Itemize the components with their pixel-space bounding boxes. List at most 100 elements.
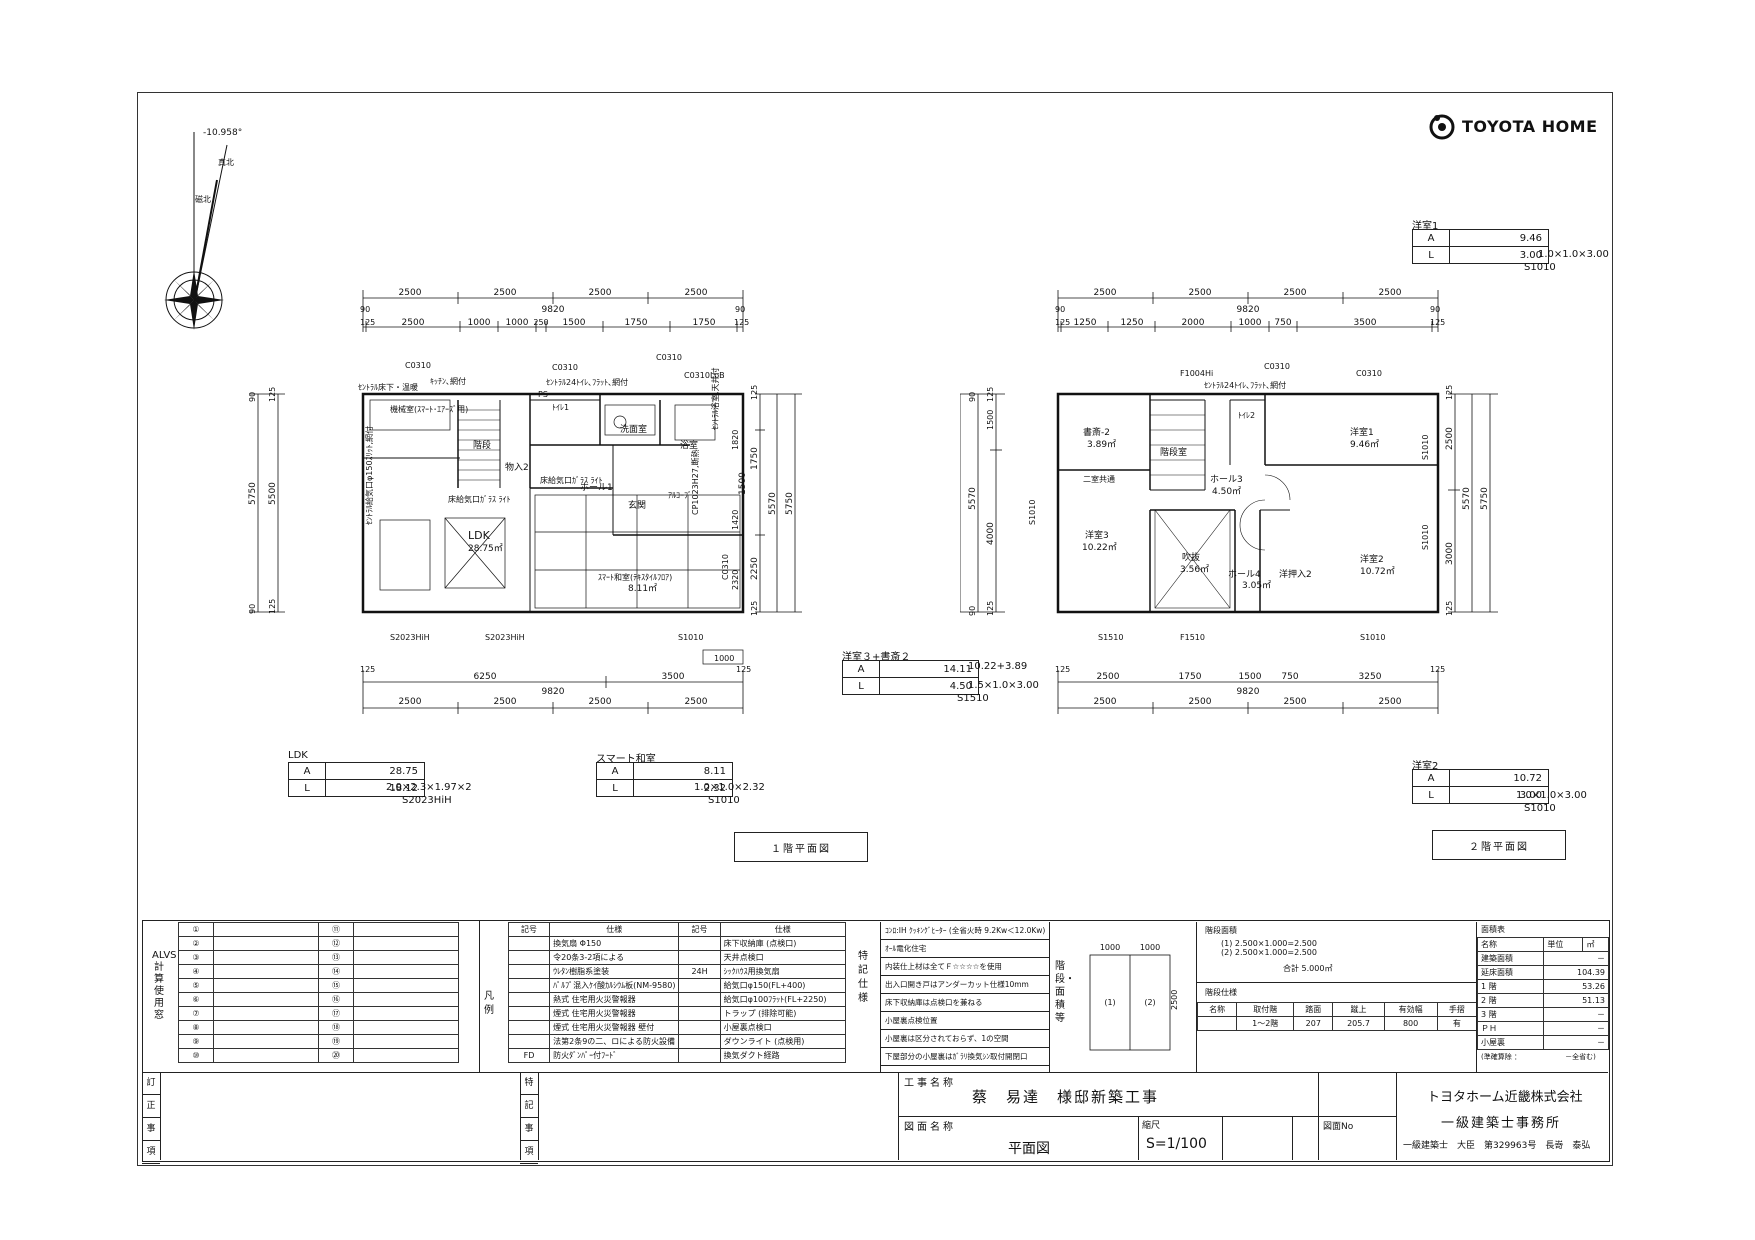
stair-spec-head: 踏面 bbox=[1293, 1002, 1334, 1017]
legend-spec: 煙式 住宅用火災警報器 bbox=[549, 1006, 680, 1021]
legend-head: 記号 bbox=[507, 922, 551, 937]
special-item: 小屋裏点検位置 bbox=[881, 1012, 1049, 1030]
dim-label: 2500 bbox=[1094, 697, 1117, 707]
window-code: S1010 bbox=[1421, 525, 1430, 550]
legend-spec: 令20条3-2項による bbox=[549, 950, 680, 965]
dim-label: 125 bbox=[1445, 385, 1454, 400]
special-item: ｺﾝﾛ:IH ｸｯｷﾝｸﾞﾋｰﾀｰ (全省火時 9.2Kw＜12.0Kw) bbox=[881, 922, 1049, 940]
area-summary-note: (準確算除 ： －全省む) bbox=[1481, 1053, 1596, 1061]
alvs-value bbox=[353, 1020, 459, 1035]
room-label: 物入2 bbox=[505, 461, 529, 473]
special-item: ｵｰﾙ電化住宅 bbox=[881, 940, 1049, 958]
area-table-title: 洋室2 bbox=[1412, 761, 1439, 772]
alvs-value bbox=[353, 936, 459, 951]
area-summary-label: 建築面積 bbox=[1476, 951, 1545, 966]
room-area: 10.72㎡ bbox=[1360, 566, 1395, 577]
legend-symbol bbox=[507, 978, 551, 993]
floor1-dim-top1: 2500 2500 2500 2500 9820 90 90 bbox=[360, 288, 745, 315]
room-label: 洗面室 bbox=[620, 423, 647, 435]
legend-spec: トラップ (排除可能) bbox=[719, 1006, 847, 1021]
toyota-home-logo-icon bbox=[1429, 114, 1455, 140]
dim-label: 125 bbox=[1430, 665, 1445, 674]
drawing-no-label: 図面No bbox=[1323, 1122, 1354, 1132]
alvs-index: ⑯ bbox=[318, 992, 354, 1007]
legend-row: ﾊﾟﾙﾌﾟ混入ｹｲ酸ｶﾙｼｳﾑ板(NM-9580)給気口φ150(FL+400) bbox=[507, 978, 847, 993]
stair-spec-head: 名称 bbox=[1196, 1002, 1238, 1017]
alvs-index: ⑨ bbox=[178, 1034, 214, 1049]
room-label: 洋室1 bbox=[1350, 426, 1374, 438]
special-item: 下屋部分の小屋裏はｶﾞﾗﾘ換気ｼﾝ取付開閉口 bbox=[881, 1048, 1049, 1066]
note: CP1023H27,断熱 bbox=[690, 449, 700, 515]
dim-label: 125 bbox=[736, 665, 751, 674]
stair-label: 階段・面積等 bbox=[1055, 961, 1075, 1024]
dim-label: 5750 bbox=[1480, 487, 1490, 510]
dim-label: 90 bbox=[968, 392, 977, 402]
area-summary-value: 53.26 bbox=[1543, 979, 1609, 994]
special-item: 出入口開き戸はアンダーカット仕様10mm bbox=[881, 976, 1049, 994]
dim-label: 125 bbox=[1055, 665, 1070, 674]
dim-label: 5500 bbox=[268, 482, 278, 505]
note: ｾﾝﾄﾗﾙ給気口φ150ｽﾘｯﾄ,網付 bbox=[364, 426, 374, 525]
area-summary-label: 小屋裏 bbox=[1476, 1035, 1545, 1050]
dim-label: 4000 bbox=[986, 522, 996, 545]
room-area: 3.56㎡ bbox=[1180, 564, 1209, 575]
dim-total: 9820 bbox=[1237, 687, 1260, 697]
alvs-index: ④ bbox=[178, 964, 214, 979]
room-label: 浴室 bbox=[680, 439, 698, 451]
dim-label: 125 bbox=[268, 599, 277, 614]
stair-spec-value bbox=[1196, 1016, 1238, 1031]
dim-label: 1750 bbox=[750, 447, 760, 470]
window-code: S1010 bbox=[1421, 435, 1430, 460]
dim-label: 2500 bbox=[1284, 697, 1307, 707]
alvs-value bbox=[353, 964, 459, 979]
window-code: S2023HiH bbox=[485, 633, 525, 642]
dim-label: 3500 bbox=[662, 672, 685, 682]
room-area: 3.05㎡ bbox=[1242, 580, 1271, 591]
office-name: 一級建築士事務所 bbox=[1441, 1116, 1562, 1131]
note: 床給気口ｶﾞﾗｽ ﾗｲﾄ bbox=[540, 475, 603, 485]
area-summary-head: 単位 bbox=[1543, 937, 1584, 952]
room-label: ﾄｲﾚ1 bbox=[552, 403, 569, 412]
alvs-value bbox=[353, 1034, 459, 1049]
dim-label: 90 bbox=[968, 606, 977, 616]
drawing-frame bbox=[137, 92, 1613, 1166]
alvs-value bbox=[213, 1034, 319, 1049]
stair-spec-head: 有効幅 bbox=[1383, 1002, 1438, 1017]
brand-name: TOYOTA HOME bbox=[1462, 116, 1598, 136]
alvs-value bbox=[213, 978, 319, 993]
area-window: S2023HiH bbox=[402, 795, 452, 806]
legend-symbol bbox=[507, 1020, 551, 1035]
area-summary-head: ㎡ bbox=[1582, 937, 1609, 952]
revision-label: 訂正事項 bbox=[142, 1072, 161, 1164]
area-summary-label: 3 階 bbox=[1476, 1007, 1545, 1022]
area-note: 10.22+3.89 bbox=[968, 661, 1028, 672]
legend-symbol bbox=[678, 978, 721, 993]
note: 二室共通 bbox=[1083, 474, 1115, 484]
special-note-label: 特記事項 bbox=[520, 1072, 539, 1164]
dim-label: 125 bbox=[986, 387, 995, 402]
length-value: 2.32 bbox=[633, 779, 733, 797]
dim-label: 2250 bbox=[750, 557, 760, 580]
alvs-value bbox=[213, 922, 319, 937]
alvs-value bbox=[353, 978, 459, 993]
stair-spec-head: 取付階 bbox=[1236, 1002, 1295, 1017]
area-summary-value: 104.39 bbox=[1543, 965, 1609, 980]
alvs-value bbox=[353, 950, 459, 965]
window-code: C0310 bbox=[552, 363, 578, 372]
dim-label: 2500 bbox=[589, 697, 612, 707]
legend-label: 凡例 bbox=[484, 991, 494, 1016]
dim-label: 2500 bbox=[1189, 697, 1212, 707]
dim-label: 3500 bbox=[1354, 318, 1377, 328]
dim-label: 5750 bbox=[785, 492, 795, 515]
alvs-value bbox=[213, 936, 319, 951]
length-value: 3.00 bbox=[1449, 786, 1549, 804]
